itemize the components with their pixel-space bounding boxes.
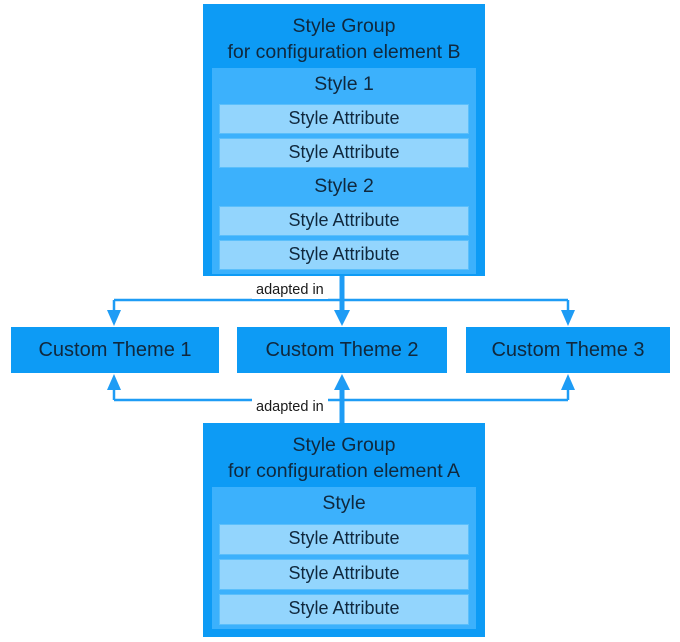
custom-theme-2-label: Custom Theme 2 [265,338,419,361]
style-group-b-title-line1: Style Group [292,15,396,37]
edge-bus-bottom-to-theme3 [561,374,575,400]
edge-bus-bottom-to-theme1 [107,374,121,400]
style-box-2-title: Style 2 [314,175,374,197]
style-attribute: Style Attribute [219,594,469,625]
style-group-b-title: Style Group for configuration element B [203,4,485,65]
edge-label-bottom: adapted in [252,398,328,416]
style-attribute: Style Attribute [219,240,469,270]
style-attribute: Style Attribute [219,524,469,555]
style-group-a-title-line1: Style Group [292,434,396,456]
edge-groupA-to-theme2 [334,374,350,423]
style-attribute: Style Attribute [219,559,469,590]
style-attribute: Style Attribute [219,104,469,134]
custom-theme-3-label: Custom Theme 3 [491,338,645,361]
style-group-a-title-line2: for configuration element A [228,460,460,482]
style-group-a-title: Style Group for configuration element A [203,423,485,484]
style-box-1-title: Style 1 [314,73,374,95]
edge-label-top: adapted in [252,281,328,299]
custom-theme-2[interactable]: Custom Theme 2 [237,327,447,373]
edge-bus-to-theme1 [107,300,121,326]
custom-theme-3[interactable]: Custom Theme 3 [466,327,670,373]
style-group-b-title-line2: for configuration element B [227,41,461,63]
edge-groupB-to-theme2 [334,276,350,326]
edge-bus-to-theme3 [561,300,575,326]
custom-theme-1[interactable]: Custom Theme 1 [11,327,219,373]
style-attribute: Style Attribute [219,206,469,236]
custom-theme-1-label: Custom Theme 1 [38,338,192,361]
style-box-a-title: Style [322,492,366,514]
style-attribute: Style Attribute [219,138,469,168]
